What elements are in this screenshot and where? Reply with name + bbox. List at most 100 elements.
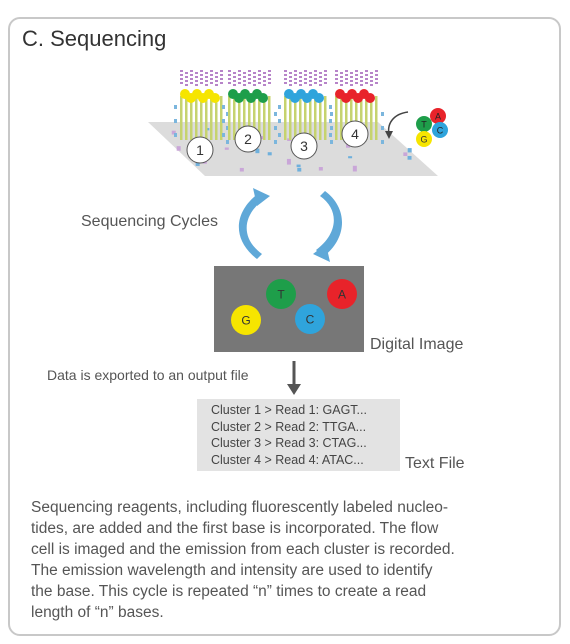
dna-strand	[253, 96, 256, 140]
emission-g	[231, 305, 261, 335]
strand-tip	[360, 80, 363, 82]
cycle-number-badge	[234, 125, 262, 153]
dna-strand	[243, 96, 246, 140]
dna-strand	[355, 96, 358, 140]
emission-letter: C	[306, 313, 315, 327]
strand-tip	[375, 78, 378, 80]
strand-tip	[215, 80, 218, 82]
strand-tip	[263, 76, 266, 78]
strand-fragment	[174, 133, 177, 137]
strand-tip	[220, 74, 223, 76]
strand-tip	[314, 78, 317, 80]
strand-tip	[324, 74, 327, 76]
dna-strand	[228, 96, 231, 140]
read-line: Cluster 2 > Read 2: TTGA...	[211, 419, 367, 434]
nucleotide-letter: A	[435, 112, 441, 122]
strand-fragment	[274, 140, 277, 144]
dna-strand	[294, 96, 297, 140]
strand-tip	[360, 72, 363, 74]
strand-tip	[309, 84, 312, 86]
strand-fragment	[329, 119, 332, 123]
strand-tip	[268, 78, 271, 80]
caption-line: the base. This cycle is repeated “n” tim…	[31, 583, 427, 600]
dna-strand	[233, 96, 236, 140]
nucleotide-t	[416, 116, 432, 132]
dna-strand	[258, 96, 261, 140]
nucleotide-a	[430, 108, 446, 124]
strand-tip	[370, 72, 373, 74]
dna-strand	[195, 96, 198, 140]
dna-strand	[200, 96, 203, 140]
dna-fragment	[239, 167, 244, 172]
strand-tip	[289, 76, 292, 78]
nucleotide-letter: G	[420, 135, 427, 145]
strand-tip	[335, 78, 338, 80]
strand-tip	[215, 72, 218, 74]
strand-tip	[350, 72, 353, 74]
strand-tip	[319, 76, 322, 78]
strand-tip	[314, 82, 317, 84]
strand-tip	[375, 70, 378, 72]
strand-tip	[375, 82, 378, 84]
strand-tip	[365, 74, 368, 76]
strand-fragment	[330, 112, 333, 116]
incoming-arrowhead	[385, 131, 393, 139]
strand-fragment	[381, 140, 384, 144]
strand-tip	[309, 76, 312, 78]
strand-tip	[210, 78, 213, 80]
strand-tip	[289, 80, 292, 82]
incorporated-nucleotide	[314, 93, 324, 103]
strand-tip	[243, 72, 246, 74]
strand-fragment	[381, 126, 384, 130]
incorporated-nucleotide	[258, 93, 268, 103]
strand-tip	[228, 78, 231, 80]
cycle-arrowhead-left	[253, 188, 270, 206]
strand-tip	[268, 70, 271, 72]
nucleotide-letter: C	[437, 126, 444, 136]
strand-tip	[335, 82, 338, 84]
dna-fragment	[348, 156, 353, 159]
strand-fragment	[222, 133, 225, 137]
strand-tip	[200, 74, 203, 76]
strand-tip	[190, 74, 193, 76]
cycle-number: 3	[300, 138, 308, 154]
emission-a	[327, 279, 357, 309]
dna-strand	[299, 96, 302, 140]
strand-tip	[355, 74, 358, 76]
dna-strand	[365, 96, 368, 140]
strand-tip	[258, 74, 261, 76]
caption-line: Sequencing reagents, including fluoresce…	[31, 499, 449, 516]
strand-tip	[180, 78, 183, 80]
strand-tip	[238, 78, 241, 80]
strand-tip	[228, 70, 231, 72]
strand-tip	[360, 84, 363, 86]
strand-tip	[243, 84, 246, 86]
strand-tip	[220, 70, 223, 72]
strand-tip	[190, 78, 193, 80]
cycle-arrow-left	[238, 193, 266, 259]
strand-tip	[258, 82, 261, 84]
strand-tip	[200, 78, 203, 80]
strand-tip	[340, 76, 343, 78]
strand-tip	[314, 74, 317, 76]
emission-letter: G	[241, 314, 250, 328]
cluster-4: 4	[329, 70, 384, 148]
strand-tip	[289, 84, 292, 86]
strand-tip	[304, 74, 307, 76]
strand-fragment	[330, 140, 333, 144]
incoming-arrow	[387, 111, 409, 135]
strand-fragment	[381, 112, 384, 116]
strand-tip	[220, 82, 223, 84]
strand-tip	[238, 70, 241, 72]
strand-tip	[200, 70, 203, 72]
strand-tip	[195, 76, 198, 78]
strand-tip	[335, 74, 338, 76]
strand-tip	[220, 78, 223, 80]
dna-fragment	[407, 148, 412, 153]
strand-fragment	[330, 126, 333, 130]
strand-tip	[324, 78, 327, 80]
digital-image-label: Digital Image	[370, 336, 464, 353]
dna-strand	[304, 96, 307, 140]
strand-tip	[243, 80, 246, 82]
